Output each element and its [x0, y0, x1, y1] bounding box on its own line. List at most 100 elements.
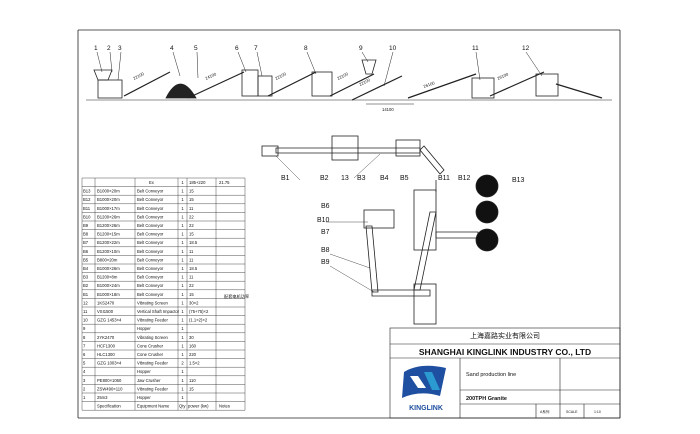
bom-cell-no: B9 — [83, 223, 89, 228]
scale-cell-2: SCALE — [566, 410, 578, 414]
bom-cell-spec: B1000×24m — [97, 283, 120, 288]
bom-cell-power: 110 — [189, 378, 196, 383]
bom-cell-qty: 1 — [181, 266, 184, 271]
bom-cell-name: Belt Conveyor — [137, 275, 164, 280]
bom-cell-qty: 1 — [181, 275, 184, 280]
belt-conveyor-elev-8 — [555, 83, 603, 99]
belt-conveyor-elev-2 — [187, 71, 245, 99]
plan-conveyor-b9 — [371, 289, 431, 297]
bom-cell-power: 22 — [189, 223, 194, 228]
bom-cell-power: (75+75)×2 — [189, 309, 209, 314]
vibrating-screen-elev-1 — [311, 71, 333, 97]
plan-hopper — [261, 145, 279, 157]
bom-cell-name: Belt Conveyor — [137, 232, 164, 237]
callout-7: 7 — [254, 45, 258, 52]
plan-label-b12: B12 — [458, 175, 471, 182]
bom-cell-power: 160 — [189, 343, 197, 348]
title-block-frame — [389, 327, 621, 419]
bom-cell-qty: 1 — [181, 378, 184, 383]
stockpile-circle-2 — [475, 200, 499, 224]
bom-cell-spec: VSI1500 — [97, 309, 114, 314]
callout-leader-5 — [196, 51, 199, 79]
bom-cell-name: Belt Conveyor — [137, 283, 164, 288]
bom-cell-no: 4 — [83, 369, 86, 374]
bom-cell-no: B6 — [83, 249, 89, 254]
bom-cell-qty: 1 — [181, 197, 184, 202]
plan-conveyor-b12 — [435, 231, 479, 239]
bom-cell-no: B13 — [83, 189, 91, 194]
cone-crusher-1 — [241, 69, 259, 97]
bom-top-row-qty: 1 — [181, 180, 184, 185]
bom-top-row-power: 185+220 — [189, 180, 206, 185]
belt-conveyor-elev-5 — [351, 75, 403, 101]
callout-leader-10 — [383, 51, 394, 87]
plan-label-13: 13 — [341, 175, 349, 182]
bom-cell-no: B8 — [83, 232, 89, 237]
company-name-en: SHANGHAI KINGLINK INDUSTRY CO., LTD — [419, 347, 591, 357]
bom-cell-spec: B1200×22m — [97, 240, 120, 245]
bom-cell-spec: B1000×17m — [97, 206, 120, 211]
bom-cell-qty: 1 — [181, 232, 184, 237]
belt-conveyor-elev-1 — [123, 71, 171, 97]
bom-cell-no: B2 — [83, 283, 89, 288]
elevation-view — [86, 51, 612, 105]
bom-cell-no: B4 — [83, 266, 89, 271]
bom-cell-power: 220 — [189, 352, 197, 357]
bom-cell-spec: 2YK2470 — [97, 335, 115, 340]
bom-cell-qty: 1 — [181, 214, 184, 219]
bom-cell-power: 15 — [189, 292, 194, 297]
callout-leader-2 — [109, 51, 113, 73]
belt-conveyor-elev-3 — [267, 71, 317, 97]
bom-cell-name: Belt Conveyor — [137, 214, 164, 219]
bom-cell-name: Belt Conveyor — [137, 240, 164, 245]
callout-12: 12 — [522, 45, 530, 52]
belt-label-7: 26100 — [496, 71, 509, 81]
bom-cell-spec: PE800×1060 — [97, 378, 122, 383]
bom-cell-power: 1.5×2 — [189, 361, 200, 366]
bom-top-row-spec: Ex — [149, 180, 155, 185]
bom-cell-power: 11 — [189, 206, 194, 211]
bom-cell-name: Belt Conveyor — [137, 223, 164, 228]
vsi-crusher — [471, 77, 495, 99]
bom-cell-name: Vibrating Feeder — [137, 318, 168, 323]
callout-9: 9 — [359, 45, 363, 52]
bom-cell-power: 15 — [189, 386, 194, 391]
bom-cell-qty: 1 — [181, 343, 184, 348]
bom-cell-no: 2 — [83, 386, 86, 391]
plan-leader-b9 — [329, 265, 375, 293]
bom-cell-spec: 1KS2470 — [97, 300, 115, 305]
bom-cell-power: 11 — [189, 257, 194, 262]
bom-cell-name: Vibrating Screen — [137, 335, 169, 340]
callout-leader-6 — [237, 51, 247, 73]
callout-11: 11 — [472, 45, 479, 52]
bom-cell-name: Belt Conveyor — [137, 292, 164, 297]
bom-cell-qty: 1 — [181, 240, 184, 245]
bom-cell-no: B11 — [83, 206, 91, 211]
scale-cell-1: A系列 — [540, 409, 550, 414]
bom-cell-name: Vibrating Feeder — [137, 361, 168, 366]
bom-cell-no: 9 — [83, 326, 86, 331]
bom-cell-power: 22 — [189, 214, 194, 219]
plan-label-b11: B11 — [438, 175, 450, 182]
plan-label-b1: B1 — [281, 175, 290, 182]
drawing-subtitle: 200TPH Granite — [466, 396, 507, 402]
bom-cell-no: B7 — [83, 240, 89, 245]
callout-2: 2 — [107, 45, 111, 52]
stockpile — [165, 83, 197, 99]
bom-cell-qty: 1 — [181, 249, 184, 254]
callout-1: 1 — [94, 45, 98, 52]
bom-cell-qty: 1 — [181, 309, 184, 314]
bom-cell-name: Vibrating Feeder — [137, 386, 168, 391]
callout-leader-3 — [117, 51, 122, 81]
bom-cell-no: B10 — [83, 214, 91, 219]
plan-label-b13: B13 — [512, 177, 525, 184]
plan-label-b9: B9 — [321, 259, 330, 266]
bom-cell-no: 3 — [83, 378, 86, 383]
plan-conveyor-b8 — [365, 225, 379, 293]
bom-cell-no: B3 — [83, 275, 89, 280]
bom-cell-power: 18.5 — [189, 240, 198, 245]
bom-cell-qty: 1 — [181, 300, 184, 305]
bom-cell-name: Belt Conveyor — [137, 257, 164, 262]
bom-cell-power: 22 — [189, 283, 194, 288]
belt-conveyor-elev-6 — [407, 73, 477, 99]
